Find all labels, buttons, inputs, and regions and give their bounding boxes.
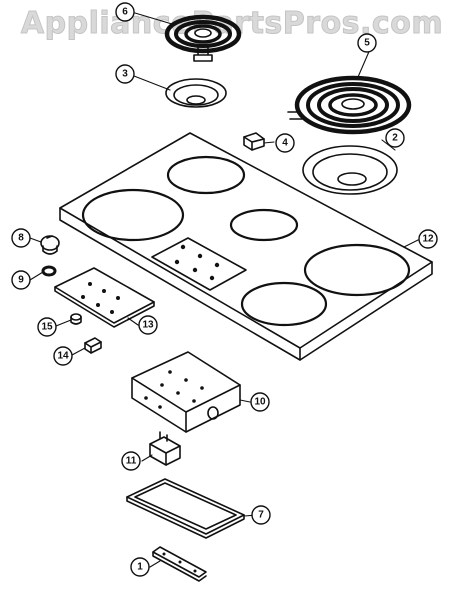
callout-6: 6: [122, 7, 128, 18]
clip-switch: [84, 337, 102, 354]
surface-element-small: [164, 14, 242, 62]
drip-bowl-large: [302, 145, 398, 195]
infinite-switch: [149, 431, 181, 466]
callout-5: 5: [364, 38, 370, 49]
callout-13: 13: [142, 320, 154, 331]
callout-2: 2: [392, 133, 398, 144]
control-panel-plate: [54, 267, 155, 328]
callout-circles: [11, 2, 438, 577]
indicator-light: [70, 313, 82, 325]
control-box: [131, 351, 241, 433]
callout-12: 12: [422, 234, 434, 245]
knob-nut: [41, 265, 57, 277]
callout-10: 10: [254, 397, 266, 408]
cooktop-glass-top: [59, 132, 433, 361]
callout-11: 11: [126, 456, 137, 467]
callout-7: 7: [258, 510, 264, 521]
drip-bowl-small: [165, 78, 227, 108]
terminal-block: [243, 132, 265, 151]
surface-element-large: [287, 75, 412, 135]
callout-1: 1: [137, 562, 143, 573]
leader-lines: [29, 12, 419, 568]
callout-14: 14: [57, 351, 69, 362]
callout-4: 4: [282, 138, 288, 149]
callout-15: 15: [41, 322, 53, 333]
callout-3: 3: [122, 69, 128, 80]
mounting-bracket: [152, 546, 207, 582]
bottom-tray: [126, 478, 245, 539]
callout-9: 9: [18, 275, 24, 286]
control-knob: [40, 235, 60, 255]
callout-8: 8: [18, 233, 24, 244]
